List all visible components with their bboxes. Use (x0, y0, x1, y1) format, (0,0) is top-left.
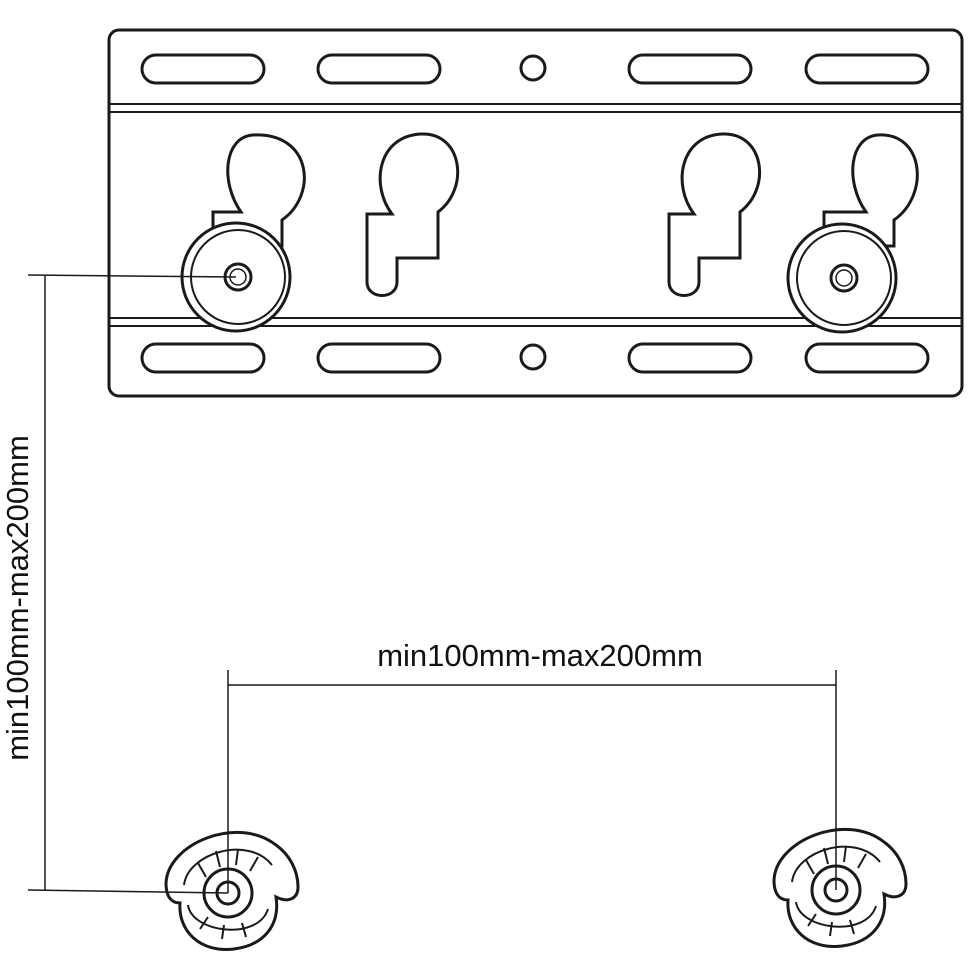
keyhole-slot (667, 132, 762, 297)
clip-rib (221, 924, 225, 940)
mounting-clip (164, 830, 300, 951)
clip-rib (235, 848, 239, 866)
clip-rib (249, 856, 259, 872)
clip-rib (849, 919, 855, 935)
mounting-slot (316, 342, 442, 374)
mounting-hole (519, 54, 547, 82)
mounting-slot (804, 53, 930, 85)
clip-rib (829, 921, 833, 937)
washer-hole (835, 269, 853, 287)
clip-rib (215, 850, 221, 868)
vertical-dimension: min100mm-max200mm (0, 274, 237, 894)
extension-line (27, 889, 229, 894)
mounting-slot (140, 342, 266, 374)
mounting-slot (316, 53, 442, 85)
mounting-slot (804, 342, 930, 374)
clip-rib (807, 913, 817, 927)
mounting-hole (519, 343, 547, 371)
mounting-slot (140, 53, 266, 85)
clip-rib (857, 853, 867, 869)
clip-rib (805, 859, 815, 875)
extension-line (27, 274, 237, 278)
keyhole-slot (365, 132, 460, 297)
horizontal-dimension-label: min100mm-max200mm (377, 638, 703, 673)
clip-rib (823, 847, 829, 865)
clip-rib (843, 845, 847, 863)
mounting-slot (627, 342, 753, 374)
clip-inner-ring (183, 848, 273, 886)
clip-rib (241, 922, 247, 938)
clip-inner-ring (795, 901, 877, 928)
vertical-dimension-label: min100mm-max200mm (0, 435, 35, 761)
clip-rib (197, 862, 207, 878)
mounting-clip (772, 827, 908, 948)
mounting-slot (627, 53, 753, 85)
spacer-washer (786, 222, 898, 334)
clip-inner-ring (791, 845, 881, 883)
clip-rib (199, 916, 209, 930)
horizontal-dimension: min100mm-max200mm (227, 638, 837, 893)
clip-inner-ring (187, 904, 269, 931)
plate-outline (107, 28, 964, 398)
wall-bracket-plate (107, 28, 964, 398)
